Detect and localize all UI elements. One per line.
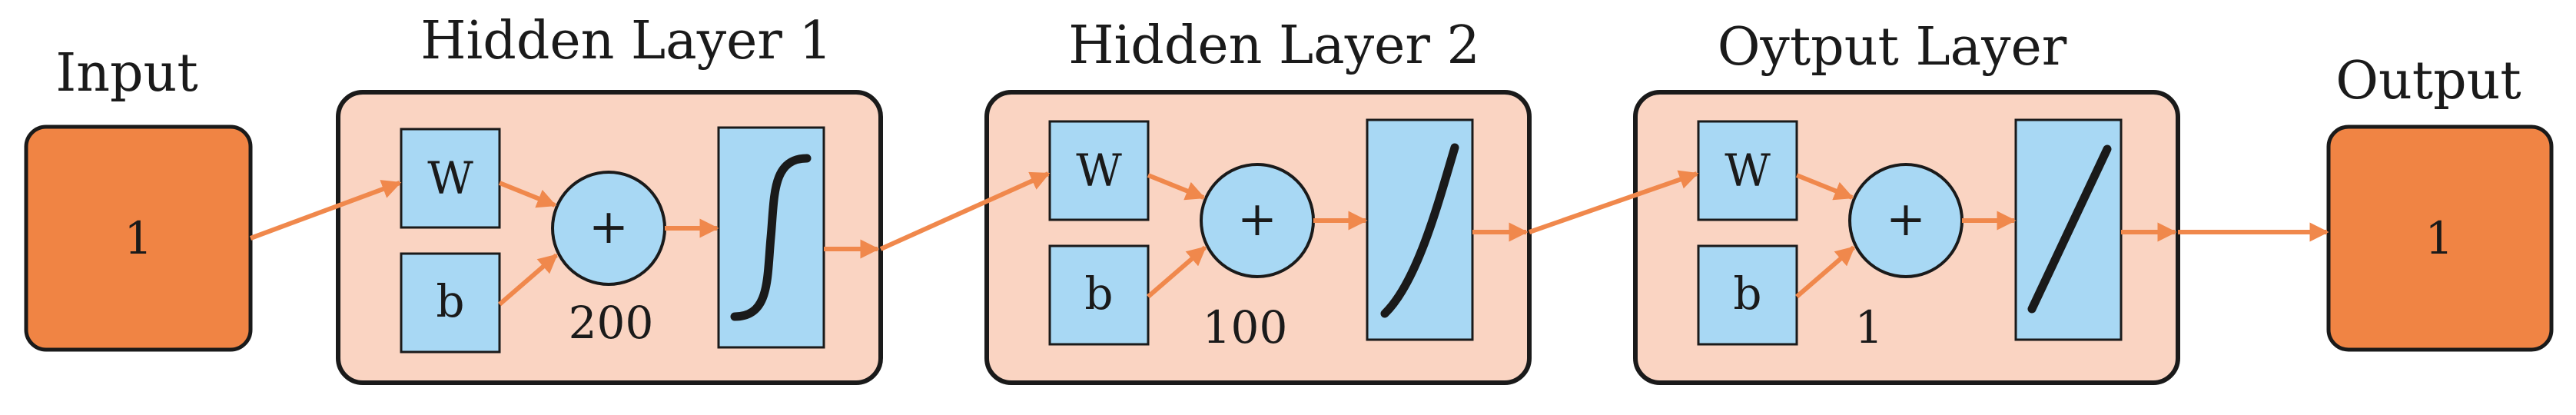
weight-block bbox=[1048, 120, 1150, 221]
neuron-count: 200 bbox=[569, 297, 654, 349]
bias-to-sum-arrow bbox=[1147, 245, 1207, 299]
summation-label: + bbox=[589, 198, 629, 254]
output-title: Output bbox=[2335, 51, 2521, 111]
weight-label: W bbox=[1725, 144, 1771, 197]
neuron-count: 100 bbox=[1203, 301, 1288, 354]
bias-block bbox=[1048, 244, 1150, 346]
weight-to-sum-arrow bbox=[1795, 173, 1854, 201]
bias-block bbox=[1697, 244, 1798, 346]
sigmoid-curve-icon bbox=[730, 154, 812, 321]
weight-label: W bbox=[427, 152, 473, 204]
weight-label: W bbox=[1076, 144, 1122, 197]
bias-label: b bbox=[436, 275, 464, 327]
summation-label: + bbox=[1237, 191, 1277, 247]
connections bbox=[249, 170, 2329, 259]
weight-to-sum-arrow bbox=[1147, 173, 1206, 201]
summation-label: + bbox=[1886, 191, 1926, 247]
tansig-curve-icon bbox=[1380, 143, 1459, 318]
input-title: Input bbox=[55, 43, 198, 104]
layer2-to-output-layer-arrow bbox=[1529, 170, 1699, 234]
input-value: 1 bbox=[124, 212, 153, 264]
bias-label: b bbox=[1733, 267, 1761, 320]
neuron-count: 1 bbox=[1855, 301, 1884, 354]
output-value: 1 bbox=[2425, 212, 2454, 264]
weight-to-sum-arrow bbox=[498, 181, 557, 208]
output-layer: Oytput Layer W b + 1 bbox=[1633, 17, 2180, 385]
activation-block bbox=[717, 126, 825, 349]
input-node: Input 1 bbox=[24, 43, 253, 352]
bias-to-sum-arrow bbox=[498, 253, 558, 307]
layer-title: Oytput Layer bbox=[1718, 17, 2067, 78]
hidden-layer-1: Hidden Layer 1 W b + 200 bbox=[336, 11, 883, 385]
bias-to-sum-arrow bbox=[1795, 245, 1855, 299]
bias-label: b bbox=[1084, 267, 1113, 320]
weight-block bbox=[400, 128, 501, 229]
layer-title: Hidden Layer 1 bbox=[420, 11, 832, 71]
hidden-layer-2: Hidden Layer 2 W b + 100 bbox=[984, 15, 1532, 385]
input-to-layer1-arrow bbox=[249, 180, 402, 241]
layer-title: Hidden Layer 2 bbox=[1068, 15, 1480, 76]
bias-block bbox=[400, 252, 501, 354]
output-node: Output 1 bbox=[2326, 51, 2554, 352]
linear-curve-icon bbox=[2027, 144, 2112, 314]
layer1-to-layer2-arrow bbox=[879, 171, 1051, 251]
